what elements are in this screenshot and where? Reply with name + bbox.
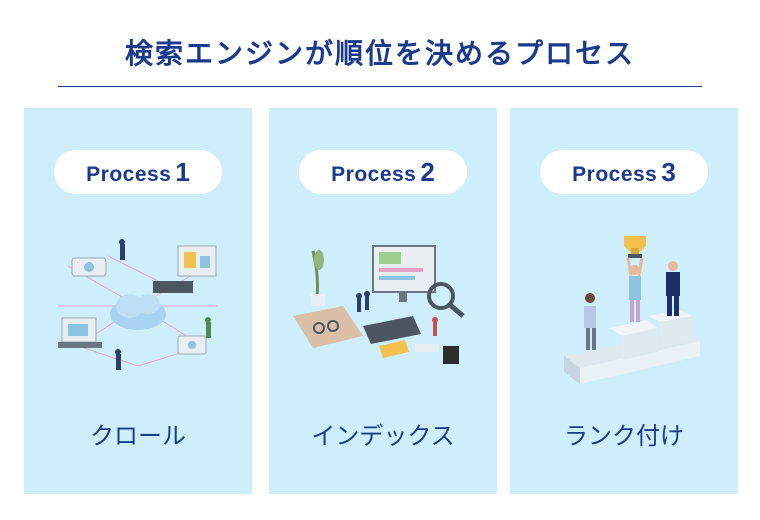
process-name-3: ランク付け <box>564 422 684 450</box>
ranking-podium-illustration <box>564 236 700 384</box>
process-name-1: クロール <box>90 422 186 450</box>
process-name-2: インデックス <box>311 422 455 450</box>
process-badge-number: 3 <box>661 157 676 187</box>
process-badge-label: Process <box>331 163 417 186</box>
process-badge-number: 1 <box>175 157 190 187</box>
process-badge-label: Process <box>86 163 172 186</box>
title-underline <box>58 86 702 87</box>
crawl-network-illustration <box>58 239 218 370</box>
page-title: 検索エンジンが順位を決めるプロセス <box>124 37 635 70</box>
index-workspace-illustration <box>293 245 465 364</box>
process-badge-number: 2 <box>420 157 435 187</box>
process-badge-label: Process <box>572 163 658 186</box>
